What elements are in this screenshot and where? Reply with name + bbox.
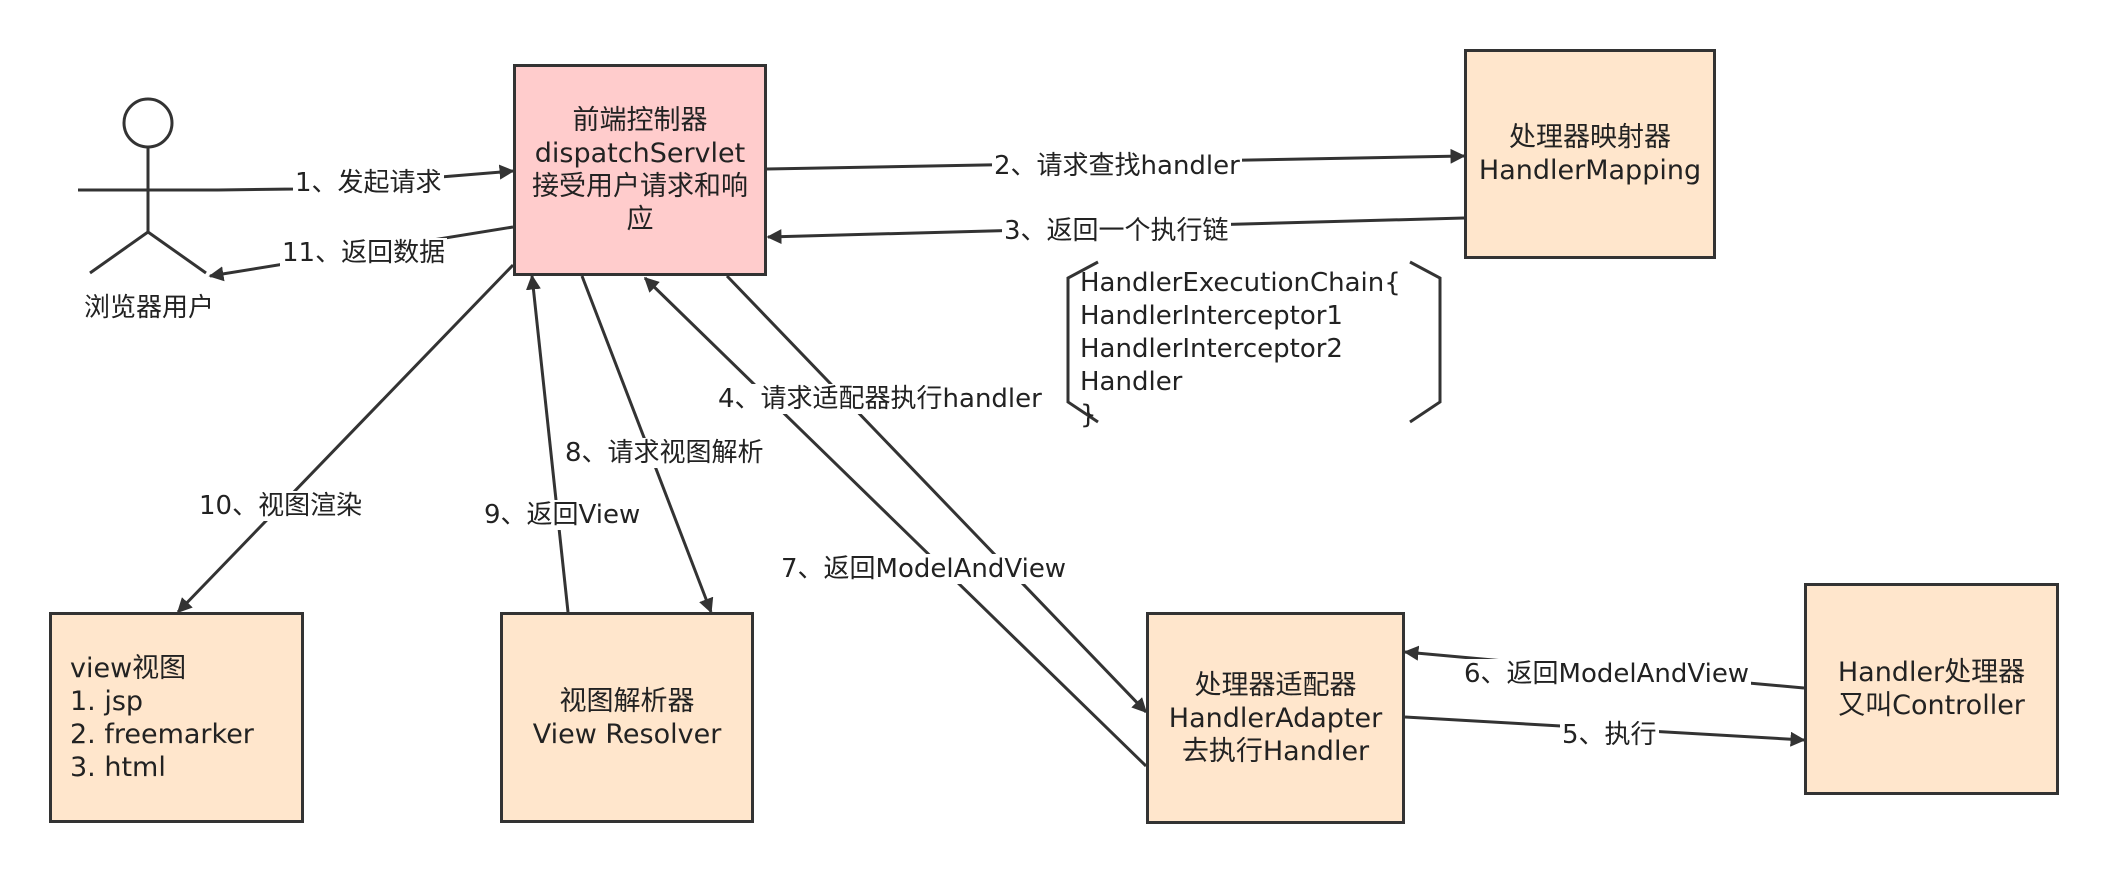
view-line-3: 2. freemarker	[70, 718, 254, 750]
arrow-label-11: 11、返回数据	[280, 238, 448, 268]
arrow-10-render-view	[176, 263, 515, 614]
front-controller-line-1: 前端控制器	[572, 105, 708, 136]
arrow-4-adapter-execute	[725, 274, 1148, 714]
handler-adapter-box: 处理器适配器 HandlerAdapter 去执行Handler	[1146, 612, 1405, 824]
arrow-label-10: 10、视图渲染	[197, 491, 365, 521]
handler-adapter-line-3: 去执行Handler	[1181, 735, 1370, 767]
handler-line-1: Handler处理器	[1837, 657, 2026, 688]
user-actor-icon	[78, 97, 218, 275]
arrow-label-2: 2、请求查找handler	[992, 151, 1242, 181]
arrow-9-return-view	[525, 274, 570, 613]
handler-mapping-box: 处理器映射器 HandlerMapping	[1464, 49, 1716, 259]
handler-mapping-line-2: HandlerMapping	[1478, 155, 1702, 186]
view-resolver-box: 视图解析器 View Resolver	[500, 612, 754, 823]
view-resolver-line-2: View Resolver	[532, 718, 722, 750]
front-controller-line-2: dispatchServlet	[534, 138, 746, 169]
view-line-4: 3. html	[70, 751, 166, 783]
front-controller-box: 前端控制器 dispatchServlet 接受用户请求和响 应	[513, 64, 767, 276]
arrow-label-8: 8、请求视图解析	[563, 438, 766, 468]
arrow-label-9: 9、返回View	[482, 500, 643, 530]
actor-label: 浏览器用户	[82, 293, 217, 323]
chain-bracket	[1066, 260, 1442, 424]
chain-note-line-2: HandlerInterceptor1	[1080, 301, 1343, 331]
handler-line-2: 又叫Controller	[1838, 690, 2025, 721]
view-line-2: 1. jsp	[70, 685, 144, 717]
handler-controller-box: Handler处理器 又叫Controller	[1804, 583, 2059, 795]
front-controller-line-4: 应	[626, 204, 654, 235]
handler-mapping-line-1: 处理器映射器	[1509, 122, 1671, 153]
handler-adapter-line-2: HandlerAdapter	[1168, 702, 1383, 734]
arrow-label-1: 1、发起请求	[293, 168, 444, 198]
chain-note-line-5: }	[1080, 400, 1097, 430]
handler-adapter-line-1: 处理器适配器	[1194, 669, 1357, 701]
chain-note-line-4: Handler	[1080, 367, 1183, 397]
chain-note-line-3: HandlerInterceptor2	[1080, 334, 1343, 364]
arrow-label-7: 7、返回ModelAndView	[779, 554, 1069, 584]
arrow-label-5: 5、执行	[1560, 720, 1659, 750]
arrow-label-3: 3、返回一个执行链	[1002, 216, 1231, 246]
view-resolver-line-1: 视图解析器	[559, 685, 695, 717]
arrow-label-6: 6、返回ModelAndView	[1462, 659, 1752, 689]
chain-note: HandlerExecutionChain{ HandlerIntercepto…	[1080, 267, 1401, 432]
arrow-label-4: 4、请求适配器执行handler	[716, 384, 1044, 414]
view-box: view视图 1. jsp 2. freemarker 3. html	[49, 612, 304, 823]
view-line-1: view视图	[70, 652, 187, 684]
arrow-7-return-mav	[643, 276, 1148, 768]
front-controller-line-3: 接受用户请求和响	[532, 171, 748, 202]
chain-note-line-1: HandlerExecutionChain{	[1080, 268, 1401, 298]
